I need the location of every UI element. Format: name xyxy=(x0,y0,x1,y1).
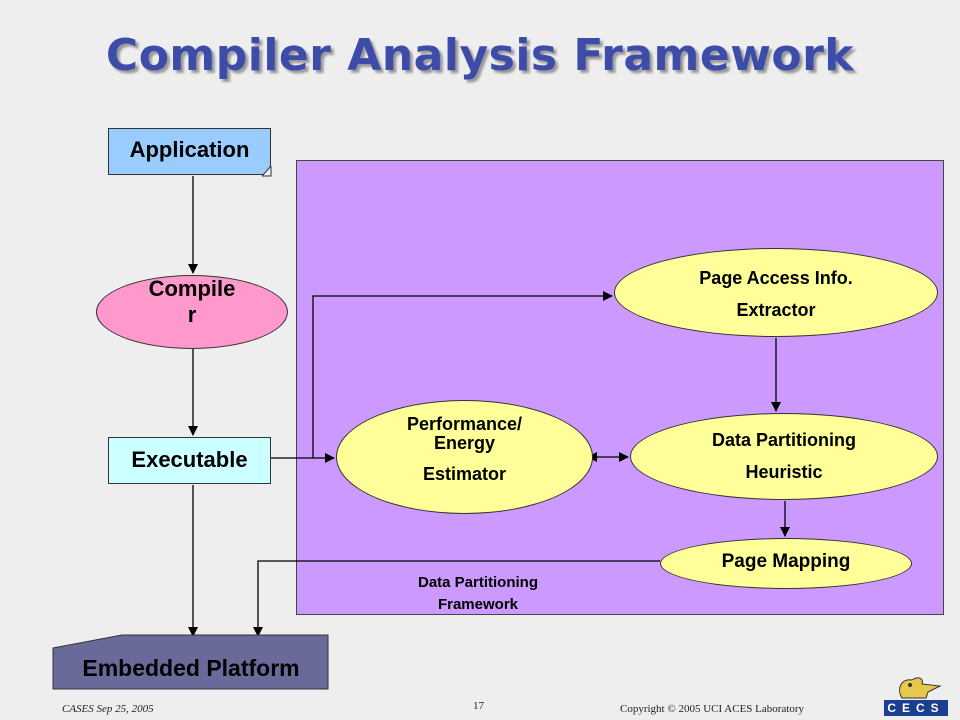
cecs-logo-text: CECS xyxy=(884,700,948,716)
framework-caption-line2: Framework xyxy=(437,596,519,613)
perf-line2: Energy xyxy=(433,433,496,453)
application-box: Application xyxy=(108,128,271,175)
heuristic-label: Data Partitioning Heuristic xyxy=(631,424,937,488)
page-mapping-label: Page Mapping xyxy=(721,551,851,572)
embedded-platform-label: Embedded Platform xyxy=(82,655,300,681)
executable-label: Executable xyxy=(131,447,248,472)
footer-copyright: Copyright © 2005 UCI ACES Laboratory xyxy=(620,703,805,715)
data-partitioning-heuristic-ellipse: Data Partitioning Heuristic xyxy=(630,413,938,500)
compiler-label: Compile r xyxy=(97,276,287,328)
embedded-platform-shape xyxy=(52,634,329,690)
compiler-label-line1: Compile xyxy=(148,276,236,301)
heuristic-line2: Heuristic xyxy=(745,462,823,482)
page-mapping-ellipse: Page Mapping xyxy=(660,538,912,589)
framework-caption-line1: Data Partitioning xyxy=(417,574,538,591)
page-access-extractor-label: Page Access Info. Extractor xyxy=(615,262,937,326)
arrow-to-page-access-extractor xyxy=(312,291,613,458)
compiler-ellipse: Compile r xyxy=(96,275,288,349)
heuristic-line1: Data Partitioning xyxy=(711,430,856,450)
estimator-label: Performance/ Energy Estimator xyxy=(337,415,592,484)
page-access-line2: Extractor xyxy=(736,300,816,320)
slide-title: Compiler Analysis Framework xyxy=(105,30,855,81)
compiler-label-line2: r xyxy=(187,302,197,327)
framework-caption: Data Partitioning Framework xyxy=(378,572,578,616)
page-access-line1: Page Access Info. xyxy=(699,268,853,288)
page-fold-icon xyxy=(262,166,272,177)
arrow-page-mapping-to-platform xyxy=(253,560,660,637)
perf-line1: Performance/ xyxy=(406,414,523,434)
performance-energy-estimator-ellipse: Performance/ Energy Estimator xyxy=(336,400,593,514)
executable-box: Executable xyxy=(108,437,271,484)
application-label: Application xyxy=(129,137,250,162)
cecs-logo: CECS xyxy=(880,672,952,718)
page-number: 17 xyxy=(473,700,484,712)
page-access-extractor-ellipse: Page Access Info. Extractor xyxy=(614,248,938,337)
anteater-icon xyxy=(899,677,942,699)
perf-line3: Estimator xyxy=(422,464,507,484)
footer-left: CASES Sep 25, 2005 xyxy=(62,703,154,715)
